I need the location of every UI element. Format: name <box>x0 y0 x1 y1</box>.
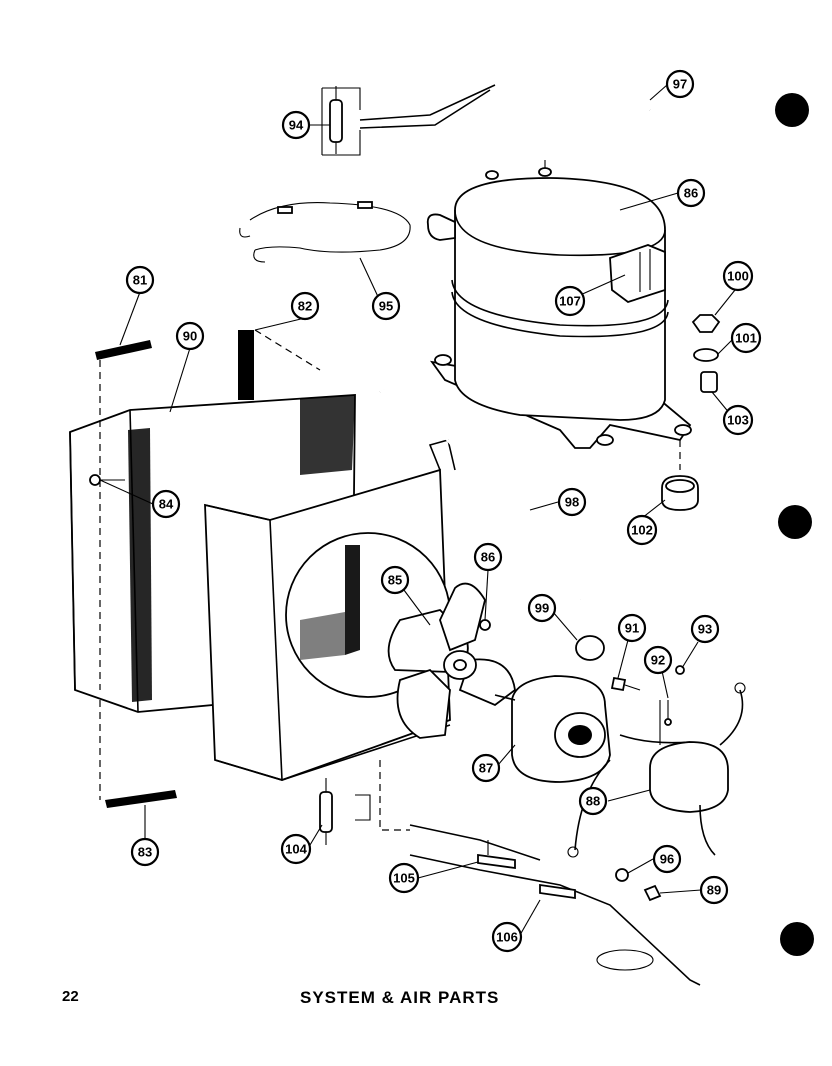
mount-hardware <box>661 314 721 511</box>
callout-label: 103 <box>727 413 749 428</box>
thermostat-bulb <box>409 824 701 986</box>
callout-label: 95 <box>379 299 393 314</box>
callout-102: 102 <box>626 514 658 546</box>
harness-wire <box>239 201 411 263</box>
callout-label: 92 <box>651 653 665 668</box>
fin-strips <box>95 340 177 808</box>
callout-98: 98 <box>557 487 587 517</box>
page-number: 22 <box>62 988 79 1005</box>
callout-87: 87 <box>471 753 501 783</box>
callout-label: 106 <box>496 930 518 945</box>
callout-105: 105 <box>388 862 420 894</box>
fan-blade <box>387 582 516 739</box>
leader-lines <box>99 84 736 936</box>
callout-82: 82 <box>290 291 320 321</box>
callout-label: 101 <box>735 331 757 346</box>
callout-label: 87 <box>479 761 493 776</box>
binder-hole-middle <box>778 505 812 539</box>
callout-label: 86 <box>684 186 698 201</box>
callout-label: 104 <box>285 842 307 857</box>
callout-83: 83 <box>130 837 160 867</box>
binder-hole-bottom <box>780 922 814 956</box>
side-strip <box>238 329 321 400</box>
callout-97: 97 <box>665 69 695 99</box>
motor-bracket <box>567 682 746 858</box>
callout-label: 82 <box>298 299 312 314</box>
callout-label: 107 <box>559 294 581 309</box>
callout-label: 97 <box>673 77 687 92</box>
callout-93: 93 <box>690 614 720 644</box>
callout-label: 93 <box>698 622 712 637</box>
fan-motor <box>494 675 611 783</box>
callout-85: 85 <box>380 565 410 595</box>
callout-84-left: 84 <box>151 489 181 519</box>
callout-86-mid: 86 <box>473 542 503 572</box>
callout-label: 100 <box>727 269 749 284</box>
callout-91: 91 <box>617 613 647 643</box>
callout-label: 83 <box>138 845 152 860</box>
capillary-tube <box>541 25 652 175</box>
callout-81: 81 <box>125 265 155 295</box>
callout-label: 98 <box>565 495 579 510</box>
callout-label: 89 <box>707 883 721 898</box>
callout-94: 94 <box>281 110 311 140</box>
callout-label: 84 <box>159 497 174 512</box>
callout-96: 96 <box>652 844 682 874</box>
drier-fitting <box>321 84 496 156</box>
condenser-tube <box>379 383 582 601</box>
callout-103: 103 <box>722 404 754 436</box>
drier-bottom <box>319 760 410 845</box>
callout-101: 101 <box>730 322 762 354</box>
callout-label: 99 <box>535 601 549 616</box>
callout-92: 92 <box>643 645 673 675</box>
callout-100: 100 <box>722 260 754 292</box>
callout-99: 99 <box>527 593 557 623</box>
callout-label: 86 <box>481 550 495 565</box>
capacitor <box>575 635 605 661</box>
callout-104: 104 <box>280 833 312 865</box>
callout-86-top: 86 <box>676 178 706 208</box>
page-title: SYSTEM & AIR PARTS <box>300 988 500 1007</box>
callout-88: 88 <box>578 786 608 816</box>
callout-107: 107 <box>554 285 586 317</box>
callout-label: 102 <box>631 523 653 538</box>
callout-label: 90 <box>183 329 197 344</box>
callout-label: 85 <box>388 573 402 588</box>
callout-label: 105 <box>393 871 415 886</box>
callout-89: 89 <box>699 875 729 905</box>
callout-90: 90 <box>175 321 205 351</box>
callout-95: 95 <box>371 291 401 321</box>
callout-label: 91 <box>625 621 639 636</box>
callout-106: 106 <box>491 921 523 953</box>
binder-hole-top <box>775 93 809 127</box>
callout-label: 88 <box>586 794 600 809</box>
fan-shroud <box>204 439 456 781</box>
callout-label: 94 <box>289 118 304 133</box>
callout-label: 96 <box>660 852 674 867</box>
callout-label: 81 <box>133 273 147 288</box>
